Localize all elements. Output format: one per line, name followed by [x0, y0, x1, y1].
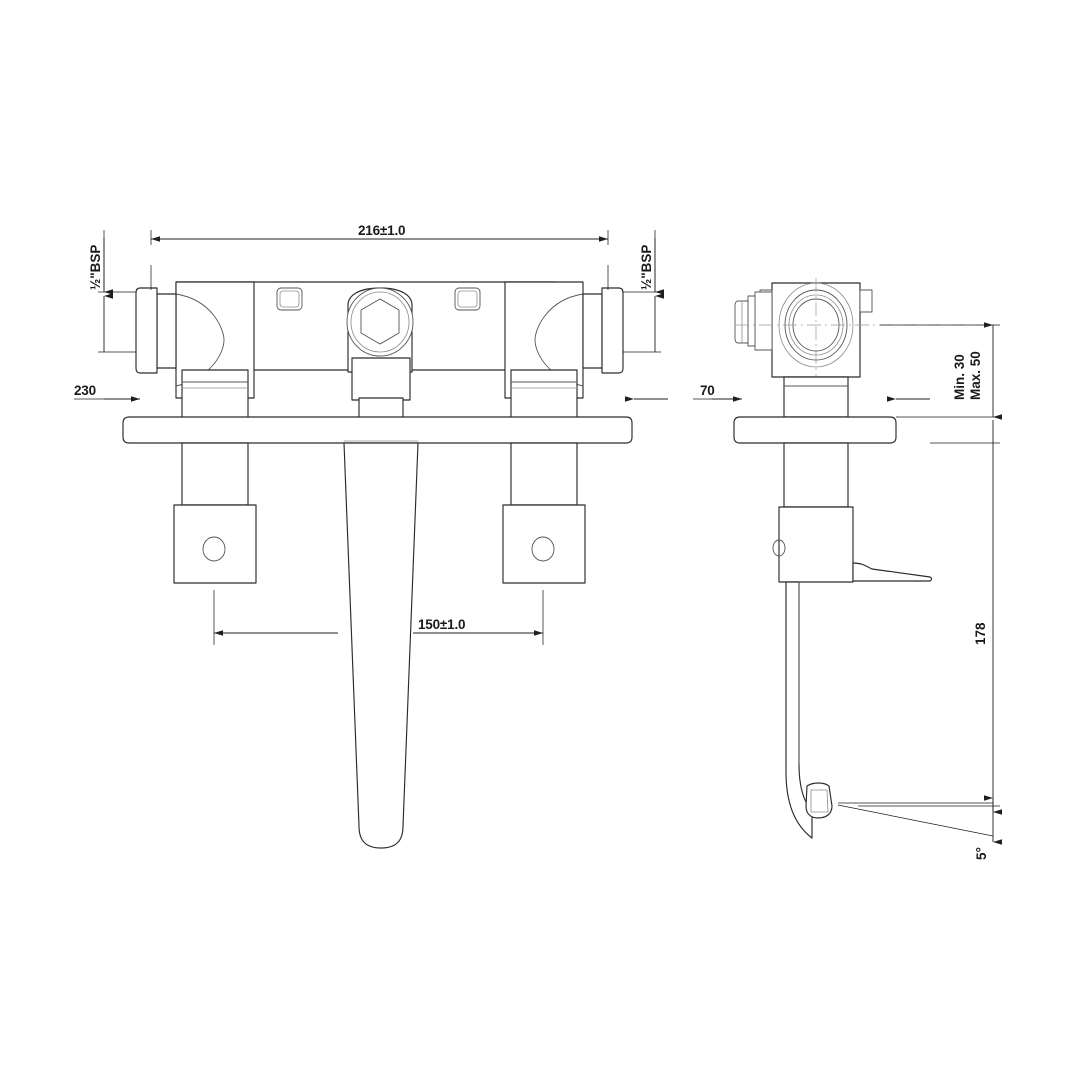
dim-5deg-label: 5°	[974, 847, 989, 860]
side-column	[783, 442, 849, 508]
front-view	[122, 281, 633, 849]
dim-bsp-left-label: ½"BSP	[88, 245, 103, 290]
right-handle	[502, 442, 586, 584]
dim-wall-thickness	[880, 322, 1002, 420]
side-handle-block	[772, 506, 854, 583]
dimension-layer: 216±1.0 ½"BSP ½"BSP	[74, 223, 1002, 860]
dim-5-degree	[837, 795, 1002, 845]
right-inlet-connector	[582, 287, 624, 374]
left-upper-shank	[181, 369, 249, 419]
dim-70-label: 70	[700, 383, 715, 398]
right-upper-shank	[510, 369, 578, 419]
centre-cartridge	[346, 287, 414, 373]
dim-overall-width-label: 216±1.0	[358, 223, 405, 238]
dim-min30-label: Min. 30	[952, 354, 967, 400]
wall-plate-front	[122, 416, 633, 444]
wall-plate-side	[733, 416, 897, 444]
left-square-button	[276, 287, 303, 311]
dim-150	[213, 590, 544, 645]
spout-front	[343, 442, 419, 849]
dim-178-label: 178	[973, 622, 988, 645]
right-square-button	[454, 287, 481, 311]
centre-upper-shank	[358, 397, 404, 419]
spout-side	[785, 581, 813, 839]
dim-overall-width	[150, 230, 609, 290]
side-upper-shank	[783, 376, 849, 418]
side-view	[733, 278, 995, 839]
dim-150-label: 150±1.0	[418, 617, 465, 632]
dim-bsp-right	[623, 230, 664, 353]
spout-aerator	[805, 782, 833, 819]
dim-max50-label: Max. 50	[968, 351, 983, 400]
left-handle	[173, 442, 257, 584]
dim-bsp-right-label: ½"BSP	[639, 245, 654, 290]
dim-178	[858, 420, 1002, 815]
centre-stem-block	[351, 357, 411, 401]
dim-230-label: 230	[74, 383, 96, 398]
side-lever-arm	[852, 562, 933, 582]
dim-bsp-left	[98, 230, 136, 353]
left-inlet-connector	[135, 287, 177, 374]
side-inlet-connector	[734, 291, 773, 351]
